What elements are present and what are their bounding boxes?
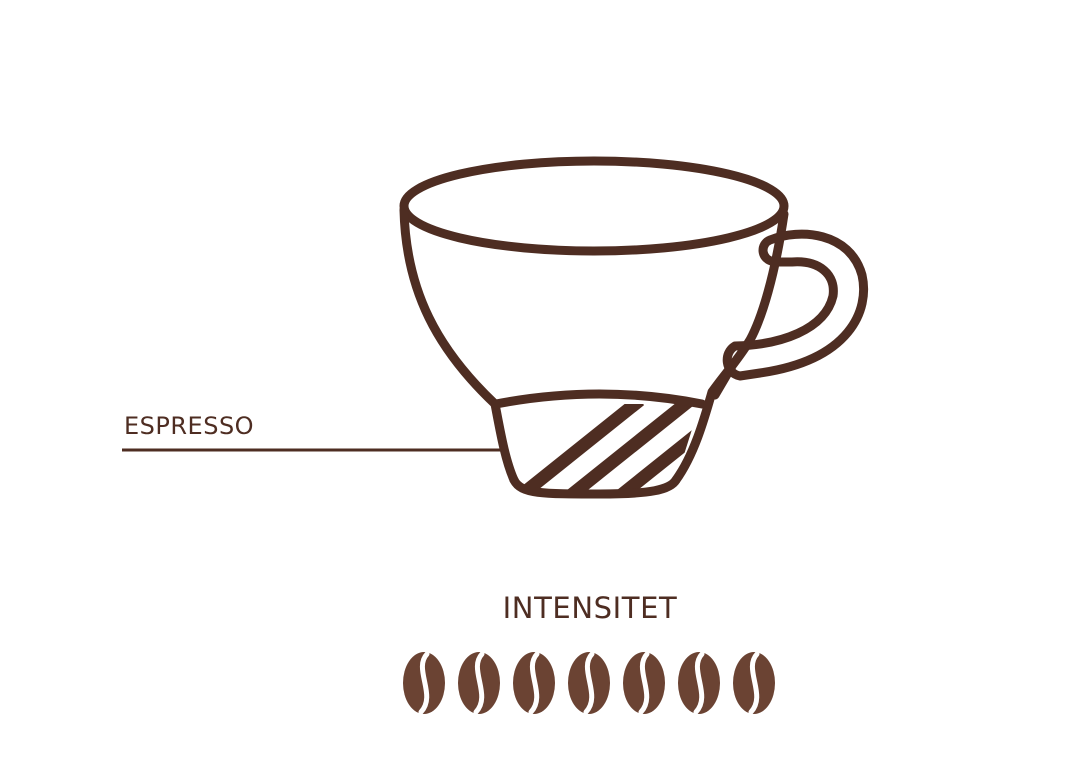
intensity-title: INTENSITET bbox=[502, 591, 678, 625]
coffee-bean-icon bbox=[403, 652, 445, 714]
coffee-bean-icon bbox=[513, 652, 555, 714]
coffee-bean-icon bbox=[458, 652, 500, 714]
cup-base bbox=[509, 475, 681, 499]
espresso-surface bbox=[491, 389, 707, 409]
cup-outline bbox=[399, 156, 869, 499]
cup-right-wall bbox=[671, 209, 789, 485]
cup-rim bbox=[399, 156, 789, 256]
intensity-beans bbox=[403, 652, 775, 714]
handle-joint-bottom bbox=[710, 361, 737, 400]
coffee-bean-icon bbox=[623, 652, 665, 714]
espresso-label: ESPRESSO bbox=[124, 412, 255, 440]
coffee-bean-icon bbox=[678, 652, 720, 714]
cup-left-wall bbox=[399, 205, 519, 485]
coffee-bean-icon bbox=[568, 652, 610, 714]
cup-handle bbox=[722, 229, 869, 381]
coffee-bean-icon bbox=[733, 652, 775, 714]
